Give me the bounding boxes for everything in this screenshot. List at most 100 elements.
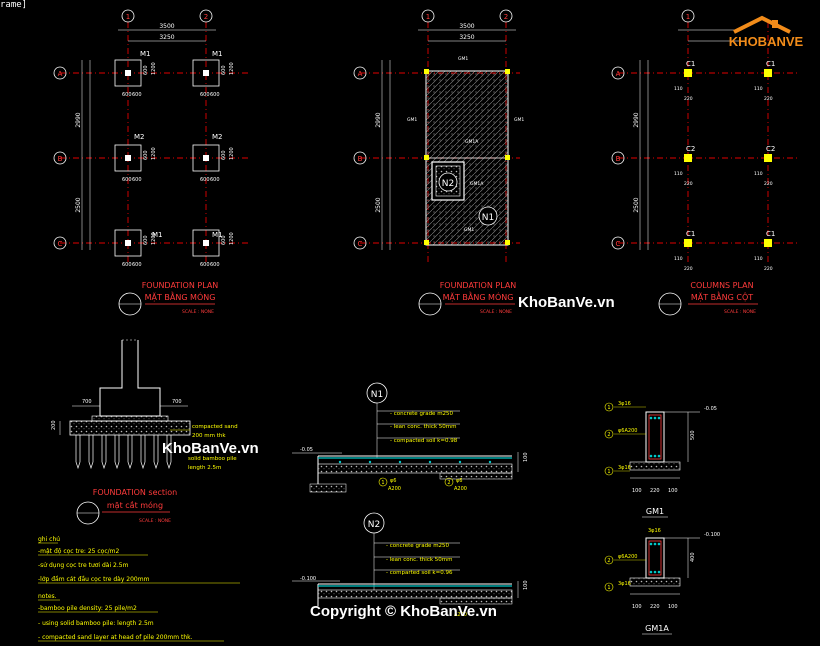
grid-label: C <box>58 240 63 248</box>
roof-icon <box>733 15 791 34</box>
beam-dim: 100 <box>632 488 642 494</box>
detail-dim: 100 <box>523 452 529 462</box>
bar-spec: A200 <box>454 486 467 492</box>
pad-dim: 600 <box>143 235 149 245</box>
pad-dim: 600 <box>221 235 227 245</box>
watermark-middle: KhoBanVe.vn <box>162 440 259 457</box>
bar-mark: 2 <box>447 480 450 486</box>
detail-spec: - lean conc. thick 50mm <box>386 557 453 563</box>
section-title: FOUNDATION section <box>93 488 178 497</box>
slab-tag-n1: N1 <box>482 213 494 223</box>
dim-label: 3500 <box>459 23 474 30</box>
pad-dim: 600 <box>132 92 142 98</box>
pad-label: M1 <box>152 231 163 239</box>
dim-label: 2500 <box>633 197 640 212</box>
beam-dim: 100 <box>668 604 678 610</box>
dim-label: 2500 <box>375 197 382 212</box>
plan-subtitle: MẶT BẰNG MÓNG <box>145 290 216 303</box>
logo-text: KHOBANVE <box>729 34 804 49</box>
pad-dim: 600 <box>122 92 132 98</box>
level-marker: -0.05 <box>704 406 717 412</box>
slab-tag-n2: N2 <box>442 179 454 189</box>
section-dim: 700 <box>82 399 92 405</box>
slab-detail-n2: N2 - concrete grade m250 - lean conc. th… <box>292 512 529 618</box>
section-dim: 200 <box>51 420 57 430</box>
rebar-mark: 1 <box>607 469 610 475</box>
beam-label: GM1 <box>464 227 474 233</box>
plan-title: COLUMNS PLAN <box>690 281 753 290</box>
column-dim: 110 <box>754 171 763 177</box>
column-dim: 110 <box>754 256 763 262</box>
pad-dim: 600 <box>200 177 210 183</box>
section-label: compacted sand <box>192 424 238 430</box>
column-dim: 220 <box>684 266 693 272</box>
note-line: -sử dụng cọc tre tươi dài 2.5m <box>38 562 129 569</box>
note-line: -mật độ cọc tre: 25 cọc/m2 <box>38 548 119 555</box>
pad-label: M1 <box>212 231 223 239</box>
column-label: C2 <box>686 145 695 153</box>
bar-spec: φ6 <box>456 478 462 484</box>
dim-label: 2990 <box>375 112 382 127</box>
watermark-top: KhoBanVe.vn <box>518 294 615 311</box>
beam-title: GM1 <box>646 507 664 516</box>
pad-label: M2 <box>212 133 223 141</box>
section-subtitle: mặt cắt móng <box>107 500 163 511</box>
grid-label: C <box>358 240 363 248</box>
detail-tag: N1 <box>371 390 383 400</box>
plan-scale: SCALE : NONE <box>182 309 214 315</box>
pad-dim: 1200 <box>151 232 157 245</box>
slab-detail-n1: N1 - concrete grade m250 - lean conc. th… <box>292 382 529 493</box>
rebar-spec: φ6A200 <box>618 554 637 560</box>
pad-dim: 600 <box>210 92 220 98</box>
column-dim: 110 <box>674 171 683 177</box>
plan-subtitle: MẶT BẰNG CỘT <box>691 290 753 303</box>
dim-label: 3250 <box>159 34 174 41</box>
pad-label: M1 <box>140 50 151 58</box>
plan-scale: SCALE : NONE <box>480 309 512 315</box>
notes-heading: notes. <box>38 593 57 600</box>
pad-dim: 600 <box>210 177 220 183</box>
beam-dim: 100 <box>668 488 678 494</box>
beam-label: GM1 <box>407 117 417 123</box>
column-label: C1 <box>686 230 695 238</box>
column-dim: 220 <box>764 181 773 187</box>
section-label: 200 mm thk <box>192 433 226 439</box>
grid-label: 1 <box>686 13 690 21</box>
column-dim: 110 <box>754 86 763 92</box>
rebar-spec: 3φ16 <box>618 401 631 407</box>
pad-dim: 600 <box>210 262 220 268</box>
note-line: -lớp đầm cát đầu cọc tre dày 200mm <box>38 575 150 583</box>
detail-spec: - compacted soil k=0.98 <box>390 438 458 444</box>
bar-spec: φ6 <box>390 478 396 484</box>
plan-title: FOUNDATION PLAN <box>142 281 219 290</box>
beam-dim: 500 <box>690 430 696 440</box>
pad-dim: 600 <box>122 177 132 183</box>
pad-dim: 600 <box>221 150 227 160</box>
plan-title: FOUNDATION PLAN <box>440 281 517 290</box>
section-label: solid bamboo pile <box>188 456 237 462</box>
note-line: -bamboo pile density: 25 pile/m2 <box>38 605 137 612</box>
site-logo: KHOBANVE <box>729 15 804 49</box>
rebar-spec: φ6A200 <box>618 428 637 434</box>
note-line: - compacted sand layer at head of pile 2… <box>38 634 193 641</box>
grid-label: A <box>58 70 63 78</box>
column-label: C2 <box>766 145 775 153</box>
pad-dim: 600 <box>143 65 149 75</box>
column-dim: 220 <box>764 96 773 102</box>
pad-label: M1 <box>212 50 223 58</box>
beam-dim: 220 <box>650 604 660 610</box>
detail-dim: 100 <box>523 580 529 590</box>
beam-label: GM1 <box>514 117 524 123</box>
detail-spec: - lean conc. thick 50mm <box>390 424 457 430</box>
dim-label: 3250 <box>459 34 474 41</box>
beam-section-gm1: -0.05 500 100 220 100 1 3φ16 2 φ6A200 1 … <box>604 401 717 518</box>
level-marker: -0.05 <box>300 447 313 453</box>
bar-mark: 1 <box>381 480 384 486</box>
rebar-spec: 3φ16 <box>618 465 631 471</box>
pad-label: M2 <box>134 133 145 141</box>
rebar-mark: 1 <box>607 585 610 591</box>
pad-dim: 600 <box>200 92 210 98</box>
detail-tag: N2 <box>368 520 380 530</box>
pad-dim: 600 <box>132 262 142 268</box>
section-dim: 700 <box>172 399 182 405</box>
